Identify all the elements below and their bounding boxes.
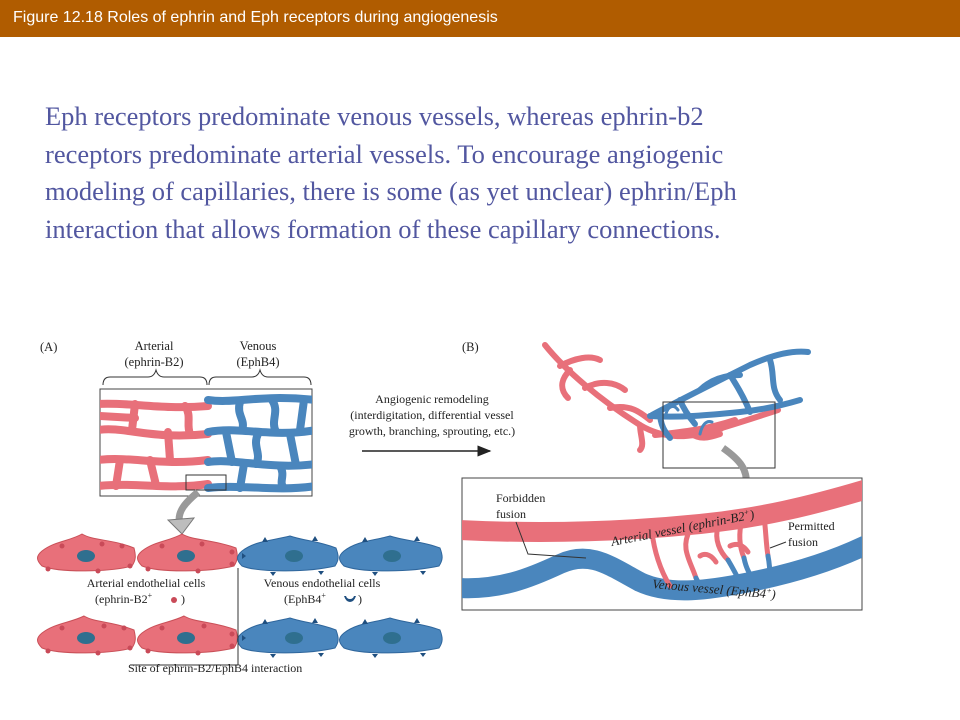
forbidden-fusion-pointer [515, 521, 587, 559]
arterial-heading: Arterial [135, 339, 174, 353]
permitted-fusion-label-2: fusion [788, 535, 818, 549]
forbidden-fusion-label-2: fusion [496, 507, 526, 521]
venous-cell [237, 535, 339, 572]
body-line-1: Eph receptors predominate venous vessels… [45, 101, 704, 131]
panel-a-label: (A) [40, 340, 57, 354]
body-line-2: receptors predominate arterial vessels. … [45, 138, 724, 169]
remodeling-line-3: growth, branching, sprouting, etc.) [349, 424, 515, 438]
venous-heading: Venous [240, 339, 277, 353]
arterial-marker: (ephrin-B2) [124, 355, 183, 369]
venous-cells-marker: (EphB4+ [284, 591, 326, 606]
arterial-brace [102, 368, 208, 386]
body-line-3: modeling of capillaries, there is some (… [45, 176, 737, 206]
body-text: Eph receptors predominate venous vessels… [45, 98, 925, 248]
arterial-cell [37, 615, 136, 654]
arterial-network [100, 399, 212, 491]
remodeling-line-1: Angiogenic remodeling [375, 392, 489, 406]
panel-b: (B) [461, 340, 863, 611]
arterial-cell [137, 533, 238, 572]
venous-network [204, 394, 312, 493]
remodeling-line-2: (interdigitation, differential vessel [350, 408, 514, 422]
ephrin-dots [45, 541, 235, 574]
venous-cells-marker-close: ) [358, 592, 362, 606]
ephrin-dots [45, 623, 235, 656]
venous-cell [339, 617, 443, 654]
venous-marker: (EphB4) [236, 355, 279, 369]
permitted-fusion-pointer [769, 541, 787, 549]
remodeling-annotation: Angiogenic remodeling (interdigitation, … [349, 392, 515, 457]
arterial-cells-marker-close: ) [181, 592, 185, 606]
venous-cells-label: Venous endothelial cells [264, 576, 381, 590]
arterial-cells-marker: (ephrin-B2+ [95, 591, 153, 606]
venous-cell [237, 617, 339, 654]
venous-brace [208, 368, 312, 386]
venous-cell [339, 535, 443, 572]
ephb4-receptor-legend [344, 596, 356, 602]
panel-b-label: (B) [462, 340, 479, 354]
angiogenesis-diagram: (A) Arterial (ephrin-B2) Venous (EphB4) [37, 339, 863, 675]
title-bar: Figure 12.18 Roles of ephrin and Eph rec… [0, 0, 960, 37]
arterial-cells-label: Arterial endothelial cells [87, 576, 206, 590]
interaction-site-label: Site of ephrin-B2/EphB4 interaction [128, 661, 302, 675]
ephrin-dot-legend [171, 597, 177, 603]
interaction-zoom-box [185, 474, 227, 491]
arterial-cell [137, 615, 238, 654]
venous-tree [647, 348, 811, 441]
venous-vessel-band [462, 536, 862, 601]
interaction-pointer [130, 568, 239, 666]
panel-a: (A) Arterial (ephrin-B2) Venous (EphB4) [37, 339, 443, 675]
ephb4-receptors [242, 536, 426, 576]
figure-title: Figure 12.18 Roles of ephrin and Eph rec… [13, 9, 498, 26]
fusion-zoom-box [662, 401, 776, 469]
arterial-vessel-band [462, 480, 862, 542]
capillary-loops [664, 405, 724, 438]
arterial-cell [37, 533, 136, 572]
permitted-fusion-label-1: Permitted [788, 519, 835, 533]
forbidden-fusion-label-1: Forbidden [496, 491, 545, 505]
body-line-4: interaction that allows formation of the… [45, 213, 721, 244]
ephb4-receptors [242, 618, 426, 658]
